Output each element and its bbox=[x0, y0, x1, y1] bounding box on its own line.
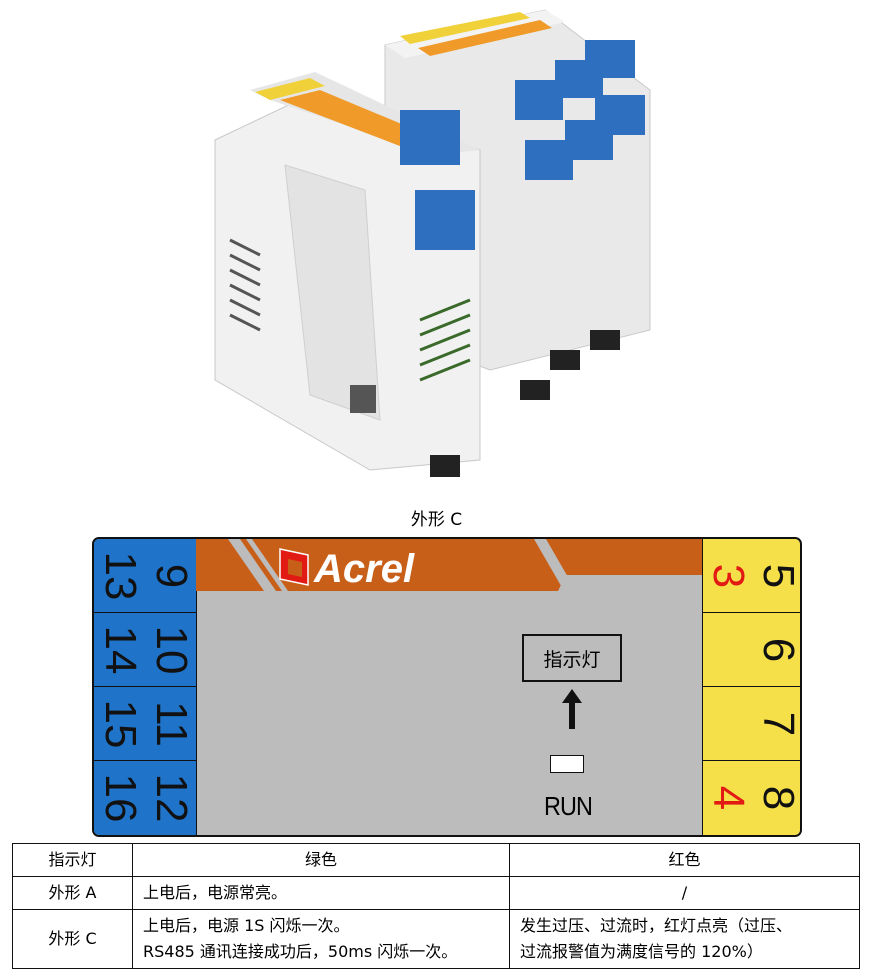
indicator-label-box: 指示灯 bbox=[522, 634, 622, 682]
terminal-column-left-inner: 9 10 11 12 bbox=[146, 539, 197, 835]
terminal-cell: 8 bbox=[752, 761, 802, 835]
table-header-row: 指示灯 绿色 红色 bbox=[12, 843, 860, 877]
terminal-number: 16 bbox=[96, 773, 145, 823]
terminal-cell: 15 bbox=[94, 687, 146, 761]
table-header: 红色 bbox=[509, 843, 860, 877]
indicator-status-table: 指示灯 绿色 红色 外形 A 上电后，电源常亮。 / 外形 C 上电后，电源 1… bbox=[12, 843, 860, 969]
figure-caption: 外形 C bbox=[410, 510, 463, 530]
green-text: 上电后，电源常亮。 bbox=[143, 883, 288, 902]
terminal-cell: 13 bbox=[94, 539, 146, 613]
module-front bbox=[214, 72, 481, 477]
terminal-cell: 4 bbox=[703, 761, 753, 835]
red-text-line: 发生过压、过流时，红灯点亮（过压、 bbox=[520, 916, 793, 935]
terminal-number: 4 bbox=[704, 785, 753, 811]
terminal-column-right-inner: 3 4 bbox=[702, 539, 754, 835]
run-indicator-led bbox=[550, 755, 584, 773]
front-panel-diagram: 13 14 15 16 9 10 11 12 Acrel 指示灯 RUN 3 4 bbox=[92, 537, 802, 837]
run-label: RUN bbox=[544, 791, 593, 821]
terminal-cell bbox=[703, 613, 753, 687]
indicator-label: 指示灯 bbox=[543, 648, 601, 671]
terminal-cell: 6 bbox=[752, 613, 802, 687]
terminal-cell bbox=[703, 687, 753, 761]
terminal-number: 3 bbox=[704, 563, 753, 588]
table-header: 指示灯 bbox=[12, 843, 133, 877]
product-photo bbox=[214, 9, 651, 477]
row-label: 外形 C bbox=[12, 909, 133, 969]
acrel-logo-icon bbox=[279, 548, 309, 586]
brand-name: Acrel bbox=[313, 547, 415, 591]
table-row: 外形 A 上电后，电源常亮。 / bbox=[12, 876, 860, 910]
red-description: 发生过压、过流时，红灯点亮（过压、 过流报警值为满度信号的 120%） bbox=[509, 909, 860, 969]
terminal-number: 6 bbox=[754, 637, 802, 662]
terminal-column-right-outer: 5 6 7 8 bbox=[752, 539, 802, 835]
table-row: 外形 C 上电后，电源 1S 闪烁一次。 RS485 通讯连接成功后，50ms … bbox=[12, 909, 860, 969]
terminal-cell: 16 bbox=[94, 761, 146, 835]
terminal-number: 8 bbox=[754, 785, 802, 811]
red-text-line: 过流报警值为满度信号的 120%） bbox=[520, 942, 763, 961]
green-text-line: RS485 通讯连接成功后，50ms 闪烁一次。 bbox=[143, 942, 458, 961]
green-text-line: 上电后，电源 1S 闪烁一次。 bbox=[143, 916, 350, 935]
terminal-cell: 12 bbox=[146, 761, 196, 835]
table-header: 绿色 bbox=[132, 843, 510, 877]
red-text: / bbox=[681, 883, 688, 902]
terminal-number: 9 bbox=[147, 563, 196, 588]
terminal-number: 14 bbox=[96, 625, 145, 674]
terminal-number: 15 bbox=[96, 699, 145, 748]
terminal-cell: 3 bbox=[703, 539, 753, 613]
green-description: 上电后，电源 1S 闪烁一次。 RS485 通讯连接成功后，50ms 闪烁一次。 bbox=[132, 909, 510, 969]
terminal-number: 10 bbox=[147, 625, 196, 674]
terminal-column-left-outer: 13 14 15 16 bbox=[94, 539, 147, 835]
terminal-cell: 5 bbox=[752, 539, 802, 613]
terminal-cell: 10 bbox=[146, 613, 196, 687]
green-description: 上电后，电源常亮。 bbox=[132, 876, 510, 910]
terminal-number: 13 bbox=[96, 551, 145, 600]
terminal-number: 12 bbox=[147, 773, 196, 823]
terminal-cell: 7 bbox=[752, 687, 802, 761]
arrow-up-icon bbox=[562, 689, 582, 729]
terminal-number: 5 bbox=[754, 563, 802, 588]
terminal-cell: 9 bbox=[146, 539, 196, 613]
terminal-cell: 11 bbox=[146, 687, 196, 761]
brand-banner: Acrel bbox=[196, 539, 702, 591]
red-description: / bbox=[509, 876, 860, 910]
row-label: 外形 A bbox=[12, 876, 133, 910]
terminal-cell: 14 bbox=[94, 613, 146, 687]
terminal-number: 11 bbox=[147, 700, 196, 747]
terminal-number: 7 bbox=[754, 711, 802, 736]
